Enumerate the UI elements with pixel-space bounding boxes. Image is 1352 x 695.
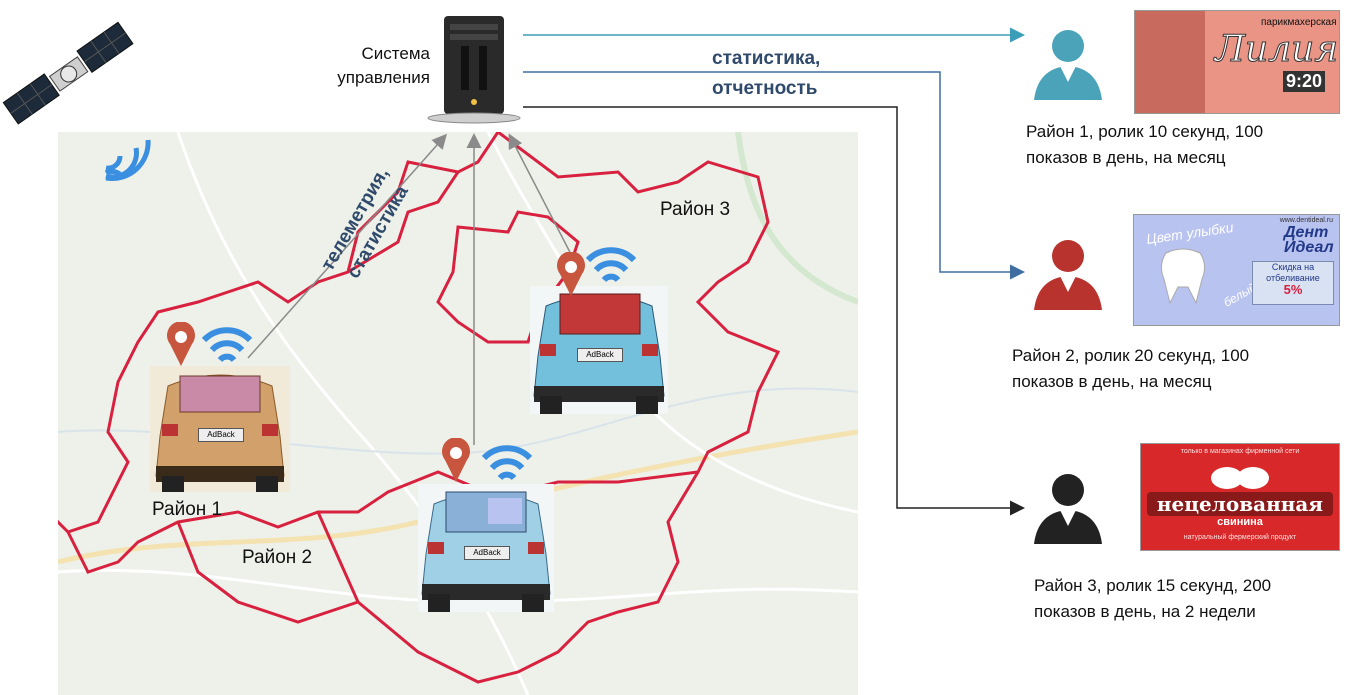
ad3-brand2: свинина [1217,516,1263,528]
ad2-percent: 5% [1283,282,1303,297]
ad3-brand1: нецелованная [1147,492,1333,516]
ad3-arc-bottom: натуральный фермерский продукт [1183,534,1297,541]
location-pin-icon [441,437,471,482]
customer-1-caption: Район 1, ролик 10 секунд, 100 показов в … [1026,119,1263,171]
customer-2-caption: Район 2, ролик 20 секунд, 100 показов в … [1012,343,1249,395]
car-2-plate: AdBack [464,546,510,560]
customer-3-avatar [1030,466,1106,546]
ad1-top-text: парикмахерская [1261,17,1337,28]
ad1-clock: 9:20 [1283,71,1326,92]
customer-3-caption-line1: Район 3, ролик 15 секунд, 200 [1034,576,1272,595]
server-label-line1: Система [361,44,430,63]
arrow-to-customer-2 [523,71,1025,280]
arrow-car1-to-server [247,133,447,359]
district-2-label: Район 2 [242,547,313,568]
car-1-plate: AdBack [198,428,244,442]
arrow-to-customer-3 [523,106,1025,516]
ad2-offer: Скидка на отбеливание 5% [1252,261,1334,305]
server-label: Система управления [320,42,430,90]
ad2-tagline1: Цвет улыбки [1145,218,1235,248]
wifi-icon [198,320,256,368]
car-3: AdBack [530,286,668,414]
location-pin-icon [556,251,586,296]
car-3-plate: AdBack [577,348,623,362]
ad-banner-1: парикмахерская Лилия 9:20 [1134,10,1340,114]
satellite-signal-icon [98,128,158,183]
stats-label-line2: отчетность [712,78,818,99]
car-2: AdBack [418,484,554,612]
customer-2-avatar [1030,232,1106,312]
district-1-label: Район 1 [152,499,223,520]
ad1-photo [1135,11,1205,113]
district-3-label: Район 3 [660,199,731,220]
satellite-icon [0,8,150,178]
ad2-brand1: Дент [1284,224,1329,241]
server-label-line2: управления [337,68,430,87]
car-1: AdBack [150,366,290,492]
ad2-site: www.dentideal.ru [1279,217,1333,224]
customer-1-avatar [1030,22,1106,102]
customer-1-caption-line2: показов в день, на месяц [1026,148,1226,167]
pigs-icon [1205,458,1275,492]
wifi-icon [478,438,536,486]
ad2-brand: Дент Идеал [1284,224,1334,256]
customer-2-caption-line2: показов в день, на месяц [1012,372,1212,391]
tooth-icon [1148,247,1218,307]
ad2-brand2: Идеал [1284,239,1334,256]
ad-banner-2: www.dentideal.ru Цвет улыбки Дент Идеал … [1133,214,1340,326]
stats-label: статистика, отчетность [712,44,820,104]
ad1-brand: Лилия [1214,29,1339,71]
wifi-icon [582,240,640,288]
customer-2-caption-line1: Район 2, ролик 20 секунд, 100 [1012,346,1250,365]
ad2-offer1: Скидка на [1271,262,1315,272]
stats-label-line1: статистика, [712,48,821,69]
customer-3-caption: Район 3, ролик 15 секунд, 200 показов в … [1034,573,1271,625]
ad2-offer2: отбеливание [1266,273,1320,283]
customer-3-caption-line2: показов в день, на 2 недели [1034,602,1256,621]
ad-banner-3: только в магазинах фирменной сети нецело… [1140,443,1340,551]
ad3-arc-top: только в магазинах фирменной сети [1180,448,1300,455]
server-icon [426,14,522,124]
location-pin-icon [166,321,196,366]
arrow-car3-to-server [508,133,576,263]
customer-1-caption-line1: Район 1, ролик 10 секунд, 100 [1026,122,1264,141]
